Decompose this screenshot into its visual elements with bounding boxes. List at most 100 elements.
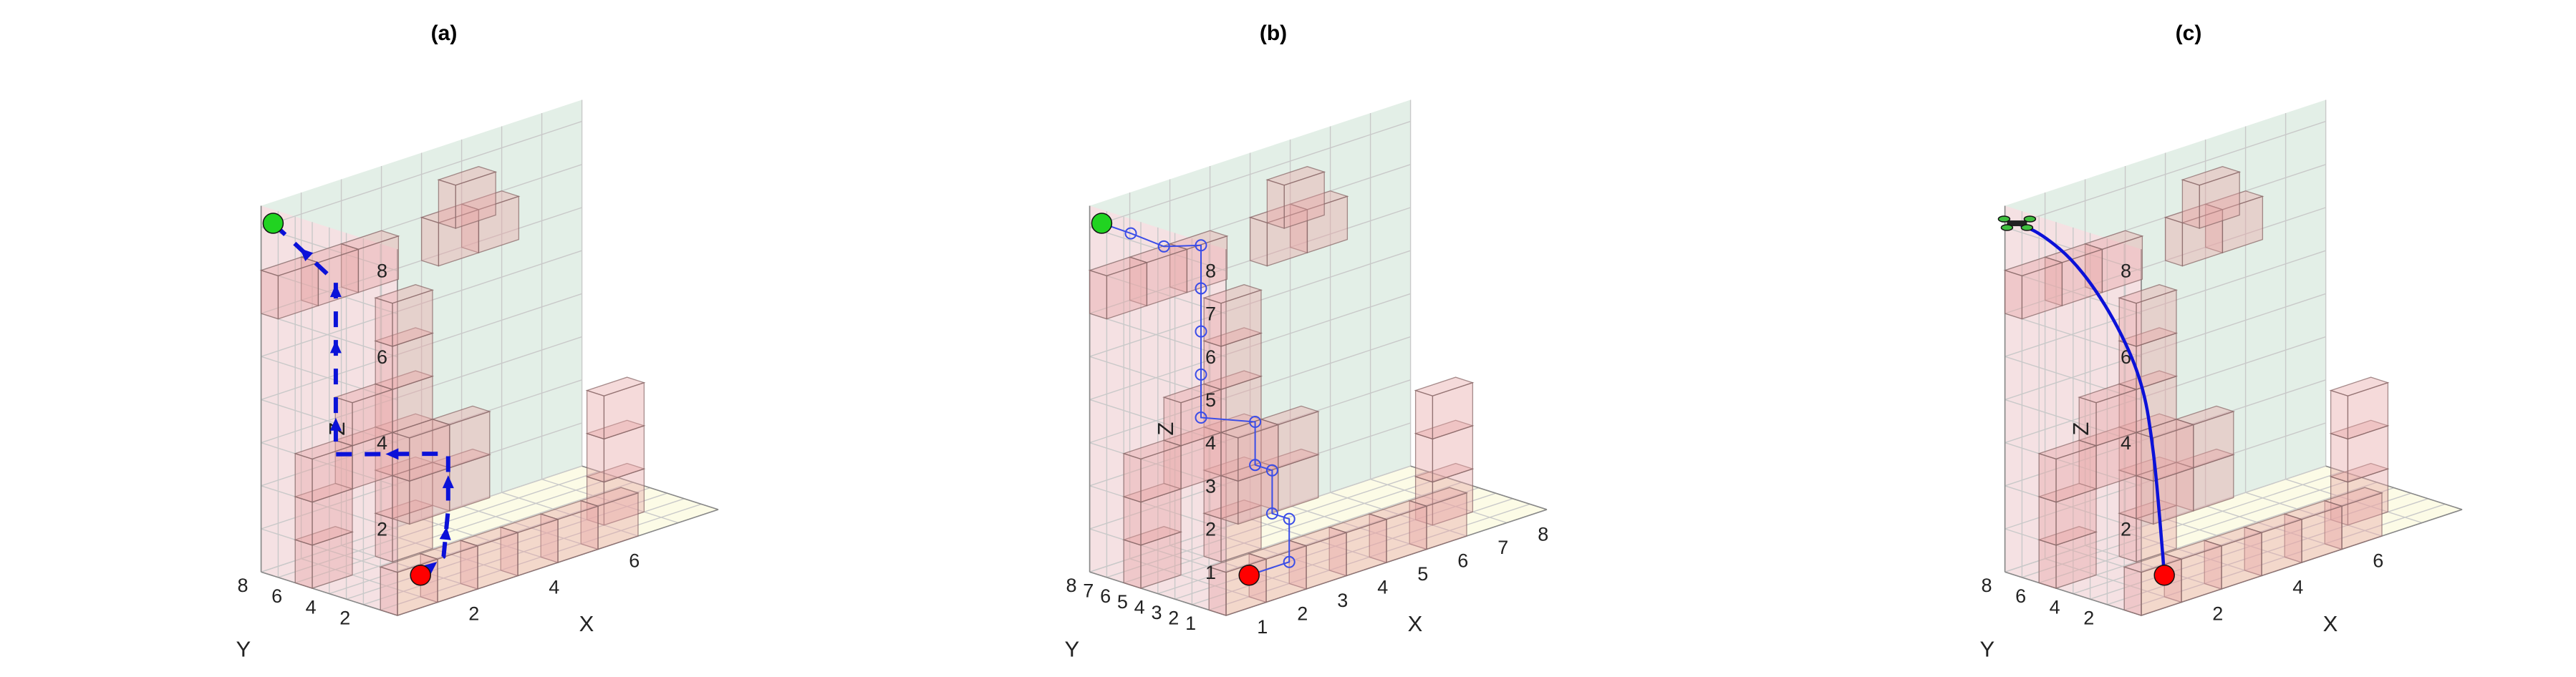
grid-line bbox=[2005, 120, 2326, 228]
obstacle-face bbox=[1414, 389, 1434, 440]
path-arrow bbox=[423, 562, 438, 575]
drone-rotor bbox=[2023, 215, 2037, 223]
path-waypoint bbox=[1195, 368, 1207, 381]
grid-line bbox=[1089, 422, 1411, 530]
grid-line bbox=[1089, 465, 1411, 573]
path-arrow bbox=[442, 475, 454, 489]
grid-line bbox=[2005, 226, 2142, 272]
path-arrow bbox=[329, 284, 342, 298]
grid-line bbox=[261, 442, 398, 487]
obstacle-cube bbox=[1088, 256, 1149, 320]
z-tick-label: 2 bbox=[377, 519, 387, 540]
grid-line bbox=[2005, 465, 2326, 573]
grid-line bbox=[261, 399, 398, 444]
obstacle-face bbox=[2038, 452, 2057, 503]
obstacle-cube bbox=[2329, 462, 2390, 526]
z-tick-label: 8 bbox=[2121, 260, 2131, 281]
grid-line bbox=[1089, 485, 1227, 530]
drone-rotor bbox=[1997, 215, 2011, 223]
obstacle-cube bbox=[1328, 513, 1389, 577]
path-arrow bbox=[439, 527, 451, 540]
obstacle-face bbox=[1203, 297, 1222, 347]
obstacle-cube bbox=[294, 482, 354, 546]
grid-line bbox=[2005, 356, 2142, 401]
grid-line bbox=[261, 250, 582, 357]
y-tick-label: 4 bbox=[2050, 596, 2060, 618]
obstacle-face bbox=[420, 216, 440, 267]
obstacle-face bbox=[1414, 432, 1434, 483]
path-line bbox=[2016, 221, 2166, 575]
obstacle-cube bbox=[2329, 376, 2390, 440]
path-waypoint bbox=[1195, 325, 1207, 338]
obstacle-face bbox=[375, 297, 393, 347]
x-tick-label: 4 bbox=[2292, 577, 2303, 598]
y-tick-label: 5 bbox=[1117, 591, 1128, 613]
obstacle-cube bbox=[2078, 383, 2138, 447]
y-tick-label: 3 bbox=[1151, 602, 1162, 623]
drone-rotor bbox=[2000, 224, 2014, 231]
grid-line bbox=[261, 120, 582, 228]
grid-line bbox=[2005, 422, 2326, 530]
obstacle-face bbox=[1249, 216, 1268, 267]
obstacle-face bbox=[294, 539, 313, 589]
grid-line bbox=[2022, 471, 2343, 578]
obstacle-cube bbox=[1202, 327, 1263, 391]
z-tick-label: 2 bbox=[1205, 519, 1216, 540]
y-tick-label: 8 bbox=[237, 575, 248, 596]
obstacle-face bbox=[1208, 566, 1227, 616]
obstacle-face bbox=[2038, 539, 2057, 589]
obstacle-face bbox=[1220, 432, 1239, 482]
grid-line bbox=[1089, 120, 1411, 228]
y-tick-label: 2 bbox=[1168, 608, 1179, 629]
start-marker bbox=[410, 565, 431, 586]
z-tick-label: 3 bbox=[1205, 475, 1216, 497]
grid-line bbox=[2005, 250, 2326, 357]
grid-line bbox=[2038, 476, 2360, 584]
obstacle-face bbox=[2164, 216, 2184, 267]
grid-line bbox=[278, 471, 599, 578]
y-tick-label: 8 bbox=[1066, 575, 1076, 596]
obstacle-cube bbox=[499, 513, 560, 577]
obstacle-cube bbox=[1265, 166, 1326, 229]
obstacle-face bbox=[392, 474, 410, 525]
obstacle-cube bbox=[430, 405, 491, 469]
z-tick-label: 2 bbox=[2121, 519, 2131, 540]
grid-line bbox=[2005, 485, 2142, 530]
path-waypoint bbox=[1265, 507, 1278, 520]
obstacle-face bbox=[294, 452, 313, 503]
axis-line bbox=[2325, 465, 2463, 510]
grid-line bbox=[1089, 356, 1227, 401]
axis-line bbox=[261, 571, 398, 616]
axis-line bbox=[2005, 571, 2142, 616]
obstacle-face bbox=[1123, 452, 1142, 503]
obstacle-face bbox=[586, 389, 605, 440]
path-waypoint bbox=[1124, 227, 1137, 240]
x-tick-label: 7 bbox=[1497, 537, 1508, 558]
obstacle-cube bbox=[2118, 284, 2179, 347]
path-arrow bbox=[299, 248, 314, 262]
axis-line bbox=[582, 465, 719, 510]
obstacle-cube bbox=[1414, 376, 1475, 440]
grid-line bbox=[2005, 379, 2326, 487]
grid-line bbox=[312, 482, 634, 589]
grid-line bbox=[1089, 313, 1227, 358]
x-tick-label: 4 bbox=[549, 577, 559, 598]
obstacle-cube bbox=[1122, 439, 1183, 503]
obstacle-cube bbox=[2283, 500, 2344, 563]
obstacle-cube bbox=[334, 383, 395, 447]
grid-line bbox=[1089, 250, 1411, 357]
obstacle-face bbox=[2004, 269, 2023, 320]
obstacle-cube bbox=[374, 327, 435, 391]
path-arrow bbox=[385, 448, 399, 460]
grid-line bbox=[1123, 476, 1445, 584]
grid-line bbox=[1089, 399, 1227, 444]
obstacle-cube bbox=[585, 419, 646, 483]
path-arrow bbox=[329, 340, 342, 354]
z-tick-label: 4 bbox=[2121, 432, 2131, 454]
drone-body bbox=[2007, 220, 2027, 227]
path-waypoint bbox=[1283, 512, 1296, 525]
obstacle-cube bbox=[1248, 203, 1309, 267]
